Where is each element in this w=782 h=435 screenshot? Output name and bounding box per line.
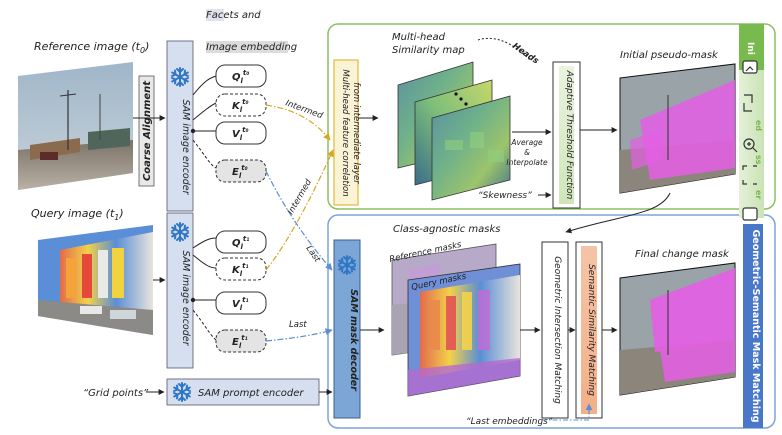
query-masks-image (407, 263, 521, 397)
coarse-alignment-label: Coarse Alignment (142, 80, 153, 181)
reference-image (18, 62, 133, 190)
facets-label: Facets and (206, 10, 261, 21)
intermed-label-1: Intermed (284, 98, 325, 121)
initial-pseudo-mask-label: Initial pseudo-mask (620, 50, 719, 61)
side-strip-bottom-label: Geometric-Semantic Mask Matching (750, 229, 761, 422)
sam-image-encoder-top-label: SAM image encoder (180, 99, 191, 195)
e-t0-pill: Elt₀ (215, 159, 267, 183)
sam-mask-decoder-label: SAM mask decoder (348, 289, 359, 392)
intermed-connector-top (265, 104, 331, 141)
geometric-intersection-label: Geometric Intersection Matching (552, 256, 562, 404)
coarse-alignment-box (138, 75, 155, 187)
svg-text:Elt₀: Elt₀ (232, 164, 248, 180)
sam-prompt-encoder-label: SAM prompt encoder (198, 388, 304, 399)
intermed-connector-bottom (265, 149, 334, 271)
e-t1-pill: Elt₁ (215, 329, 267, 353)
query-image-label: Query image (t1) (31, 207, 124, 222)
svg-text:Vlt₁: Vlt₁ (232, 296, 249, 312)
final-change-mask-image (619, 262, 736, 396)
initial-pseudo-mask-image (619, 63, 736, 194)
adaptive-threshold-fill (559, 66, 574, 204)
similarity-map-stack (397, 61, 511, 201)
q-t1-pill: Qlt₁ (215, 230, 267, 254)
last-connector-top (265, 170, 333, 271)
crop-focus-icon[interactable] (742, 165, 757, 185)
feature-correlation-box (333, 59, 359, 206)
last-embeddings-label: “Last embeddings” (466, 417, 553, 427)
svg-text:Vlt₀: Vlt₀ (232, 126, 249, 142)
svg-text:Klt₁: Klt₁ (232, 262, 249, 278)
skewness-label: “Skewness” (478, 191, 532, 201)
sam-image-encoder-bottom-label: SAM image encoder (180, 250, 191, 346)
multihead-label: Multi-head (392, 32, 446, 43)
reference-image-label: Reference image (t0) (34, 40, 149, 55)
feature-correlation-line2: from intermediate layer (351, 82, 361, 184)
semantic-similarity-label: Semantic Similarity Matching (586, 264, 596, 396)
edit-image-icon (745, 66, 754, 72)
svg-text:Qlt₁: Qlt₁ (232, 235, 249, 251)
side-strip-bottom (743, 224, 763, 428)
facets-highlight (206, 9, 224, 21)
geometric-intersection-box (541, 241, 569, 419)
svg-text:Elt₁: Elt₁ (232, 334, 248, 350)
mask-matching-frame (327, 214, 776, 429)
last-label-2: Last (289, 320, 307, 330)
average-label: Average (510, 138, 543, 147)
svg-text:Klt₀: Klt₀ (232, 98, 249, 114)
image-embedding-label: Image embedding (206, 42, 297, 53)
feature-correlation-line1: Multi-head feature correlation (340, 69, 350, 196)
interpolate-label: Interpolate (506, 158, 548, 167)
last-embeddings-connector (542, 403, 593, 421)
svg-text:Qlt₀: Qlt₀ (232, 69, 249, 85)
zoom-in-icon[interactable] (743, 138, 755, 150)
last-connector-bottom (265, 328, 333, 342)
image-compare-icon[interactable] (742, 207, 758, 221)
side-fragment-3: ss (754, 155, 763, 165)
final-change-mask-label: Final change mask (635, 249, 730, 260)
side-fragment-4: er (754, 190, 763, 199)
heads-label: Heads (510, 41, 540, 66)
semantic-similarity-fill (581, 246, 597, 414)
embedding-highlight (206, 41, 288, 53)
similarity-map-label: Similarity map (392, 45, 465, 56)
k-t1-pill: Klt₁ (215, 257, 267, 281)
q-t0-pill: Qlt₀ (215, 64, 267, 88)
class-agnostic-masks-label: Class-agnostic masks (393, 224, 501, 235)
ampersand-label: & (524, 148, 530, 157)
adaptive-threshold-label: Adaptive Threshold Function (564, 70, 574, 200)
last-label-1: Last (304, 244, 323, 265)
v-t0-pill: Vlt₀ (215, 121, 267, 145)
toolbar-icons: ed ss er (739, 60, 764, 221)
k-t0-pill: Klt₀ (215, 93, 267, 117)
pseudo-mask-frame (327, 23, 776, 210)
side-strip-top-label: Ini (745, 42, 755, 55)
side-fragment-2: ed (754, 120, 763, 131)
grid-points-label: “Grid points” (83, 388, 149, 399)
sam-prompt-encoder-box (166, 378, 320, 406)
swap-icon[interactable] (743, 94, 753, 112)
v-t1-pill: Vlt₁ (215, 291, 267, 315)
query-image (38, 225, 153, 335)
